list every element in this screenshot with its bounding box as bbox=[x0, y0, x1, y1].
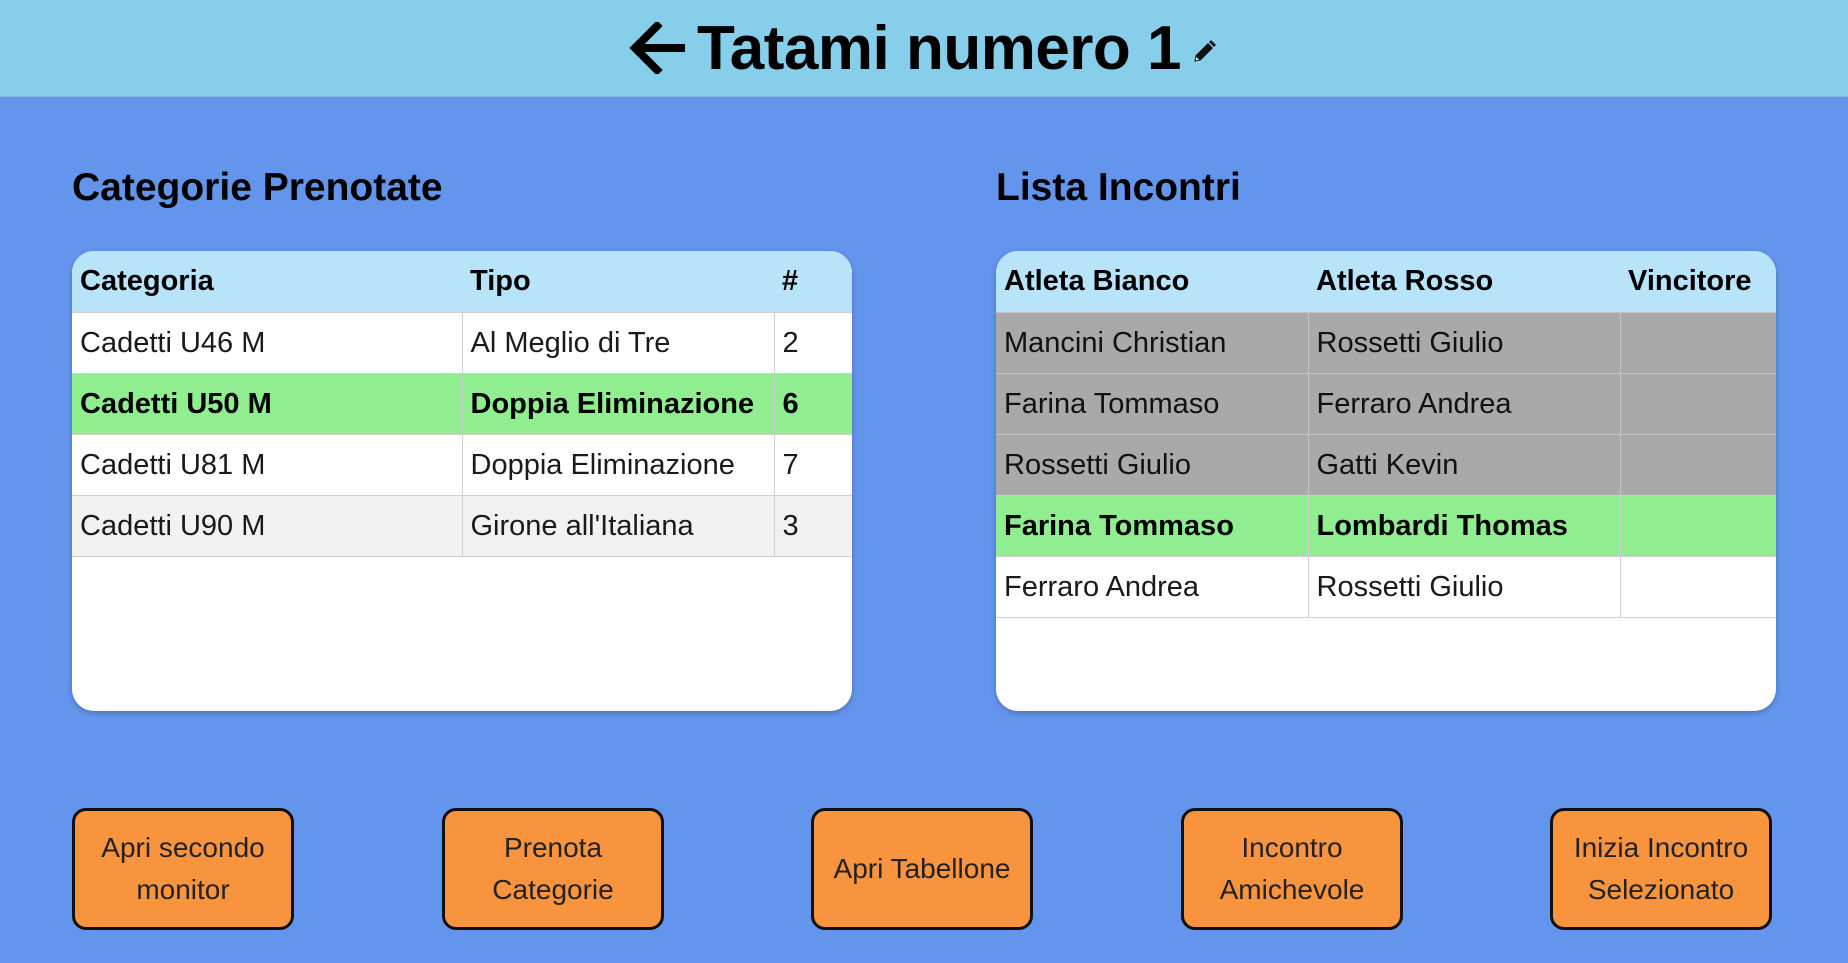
column-header-categoria: Categoria bbox=[80, 265, 214, 297]
white-athlete: Farina Tommaso bbox=[996, 373, 1309, 435]
arrow-left-icon bbox=[629, 22, 685, 74]
match-row-selected[interactable]: Farina Tommaso Lombardi Thomas bbox=[996, 495, 1776, 557]
winner bbox=[1620, 495, 1776, 557]
open-second-monitor-button[interactable]: Apri secondo monitor bbox=[72, 808, 294, 930]
white-athlete: Ferraro Andrea bbox=[996, 556, 1309, 618]
column-header-atleta-rosso: Atleta Rosso bbox=[1316, 265, 1494, 297]
category-count: 3 bbox=[774, 495, 852, 557]
categories-table: Categoria Tipo # Cadetti U46 M Al Meglio… bbox=[72, 251, 852, 557]
match-row-completed[interactable]: Rossetti Giulio Gatti Kevin bbox=[996, 434, 1776, 496]
red-athlete: Rossetti Giulio bbox=[1308, 556, 1621, 618]
category-type: Girone all'Italiana bbox=[462, 495, 775, 557]
category-row[interactable]: Cadetti U81 M Doppia Eliminazione 7 bbox=[72, 434, 852, 496]
matches-table: Atleta Bianco Atleta Rosso Vincitore Man… bbox=[996, 251, 1776, 618]
category-type: Doppia Eliminazione bbox=[462, 434, 775, 496]
red-athlete: Gatti Kevin bbox=[1308, 434, 1621, 496]
match-row[interactable]: Ferraro Andrea Rossetti Giulio bbox=[996, 556, 1776, 618]
top-bar: Tatami numero 1 bbox=[0, 0, 1848, 97]
category-row[interactable]: Cadetti U90 M Girone all'Italiana 3 bbox=[72, 495, 852, 557]
red-athlete: Rossetti Giulio bbox=[1308, 312, 1621, 374]
red-athlete: Lombardi Thomas bbox=[1308, 495, 1621, 557]
category-name: Cadetti U90 M bbox=[72, 495, 463, 557]
category-row[interactable]: Cadetti U46 M Al Meglio di Tre 2 bbox=[72, 312, 852, 374]
match-row-completed[interactable]: Mancini Christian Rossetti Giulio bbox=[996, 312, 1776, 374]
column-header-vincitore: Vincitore bbox=[1628, 265, 1752, 297]
winner bbox=[1620, 434, 1776, 496]
category-count: 7 bbox=[774, 434, 852, 496]
category-type: Al Meglio di Tre bbox=[462, 312, 775, 374]
white-athlete: Farina Tommaso bbox=[996, 495, 1309, 557]
categories-table-panel: Categoria Tipo # Cadetti U46 M Al Meglio… bbox=[72, 251, 852, 711]
category-name: Cadetti U81 M bbox=[72, 434, 463, 496]
categories-title: Categorie Prenotate bbox=[72, 166, 443, 209]
winner bbox=[1620, 373, 1776, 435]
category-row-selected[interactable]: Cadetti U50 M Doppia Eliminazione 6 bbox=[72, 373, 852, 435]
friendly-match-button[interactable]: Incontro Amichevole bbox=[1181, 808, 1403, 930]
white-athlete: Rossetti Giulio bbox=[996, 434, 1309, 496]
start-selected-match-button[interactable]: Inizia Incontro Selezionato bbox=[1550, 808, 1772, 930]
title-group: Tatami numero 1 bbox=[627, 13, 1221, 84]
column-header-count: # bbox=[782, 265, 799, 297]
page-title: Tatami numero 1 bbox=[696, 13, 1182, 83]
table-header-row: Atleta Bianco Atleta Rosso Vincitore bbox=[996, 251, 1776, 313]
winner bbox=[1620, 312, 1776, 374]
winner bbox=[1620, 556, 1776, 618]
pencil-icon bbox=[1194, 40, 1217, 62]
red-athlete: Ferraro Andrea bbox=[1308, 373, 1621, 435]
category-type: Doppia Eliminazione bbox=[462, 373, 775, 435]
edit-title-button[interactable] bbox=[1187, 35, 1221, 69]
matches-title: Lista Incontri bbox=[996, 166, 1241, 209]
column-header-atleta-bianco: Atleta Bianco bbox=[1004, 265, 1190, 297]
match-row-completed[interactable]: Farina Tommaso Ferraro Andrea bbox=[996, 373, 1776, 435]
category-name: Cadetti U50 M bbox=[72, 373, 463, 435]
white-athlete: Mancini Christian bbox=[996, 312, 1309, 374]
table-header-row: Categoria Tipo # bbox=[72, 251, 852, 313]
book-categories-button[interactable]: Prenota Categorie bbox=[442, 808, 664, 930]
open-board-button[interactable]: Apri Tabellone bbox=[811, 808, 1033, 930]
back-button[interactable] bbox=[627, 18, 689, 78]
category-count: 6 bbox=[774, 373, 852, 435]
category-name: Cadetti U46 M bbox=[72, 312, 463, 374]
category-count: 2 bbox=[774, 312, 852, 374]
column-header-tipo: Tipo bbox=[470, 265, 531, 297]
matches-table-panel: Atleta Bianco Atleta Rosso Vincitore Man… bbox=[996, 251, 1776, 711]
